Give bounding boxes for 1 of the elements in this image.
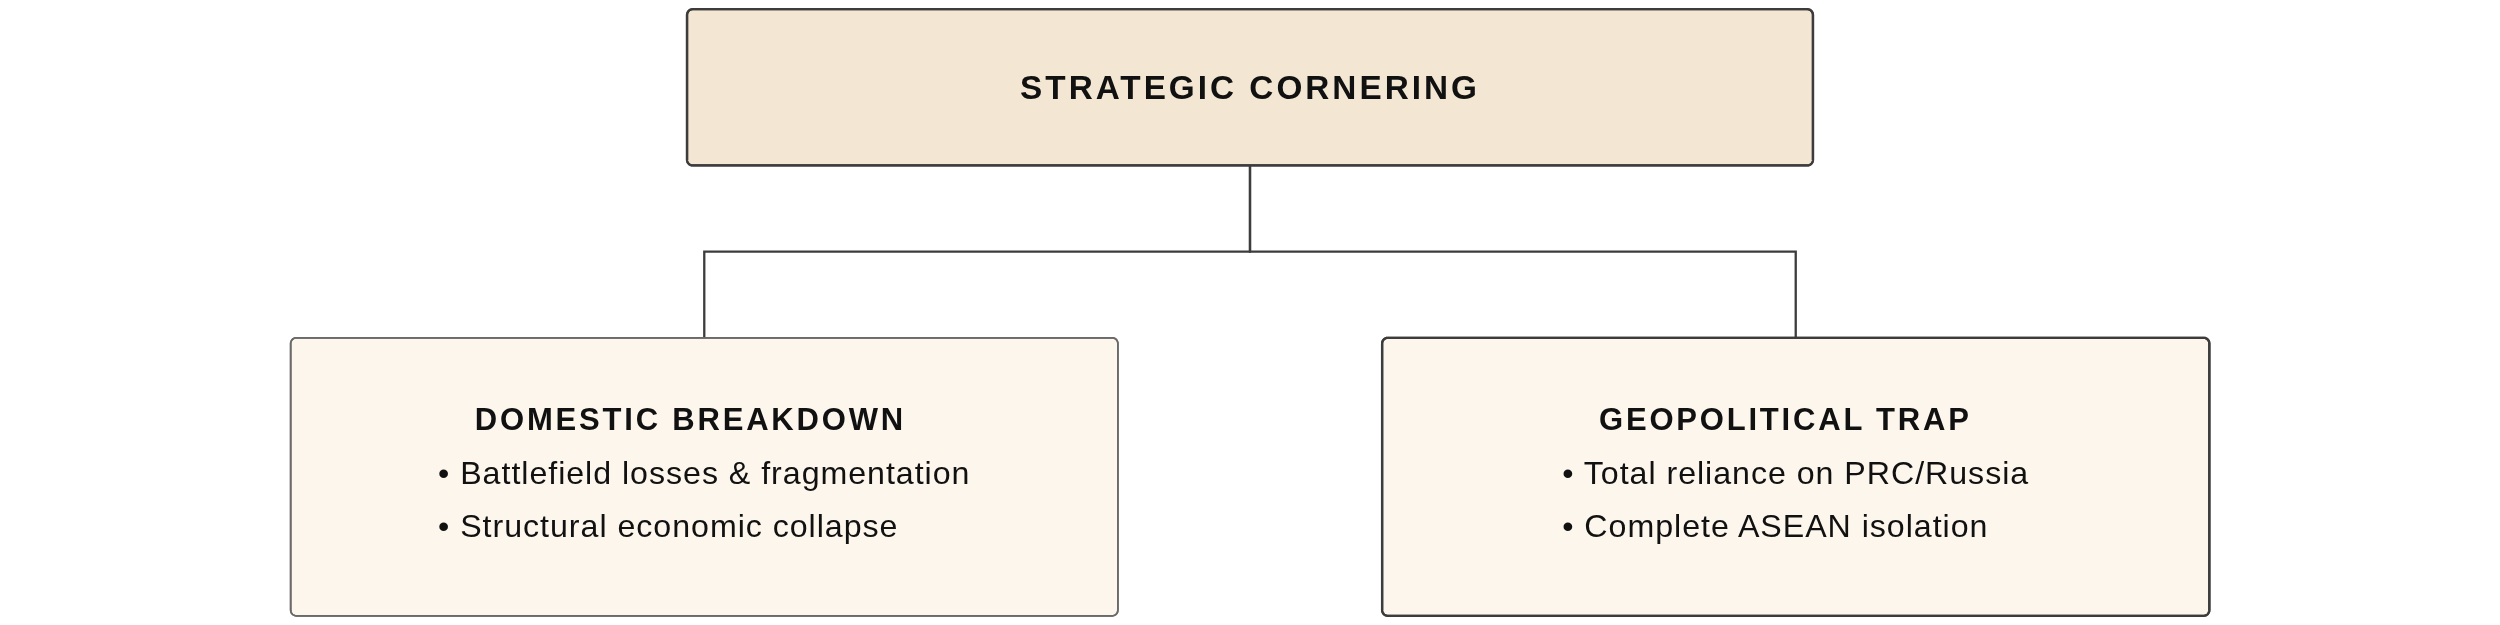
connector [1248, 165, 1797, 338]
